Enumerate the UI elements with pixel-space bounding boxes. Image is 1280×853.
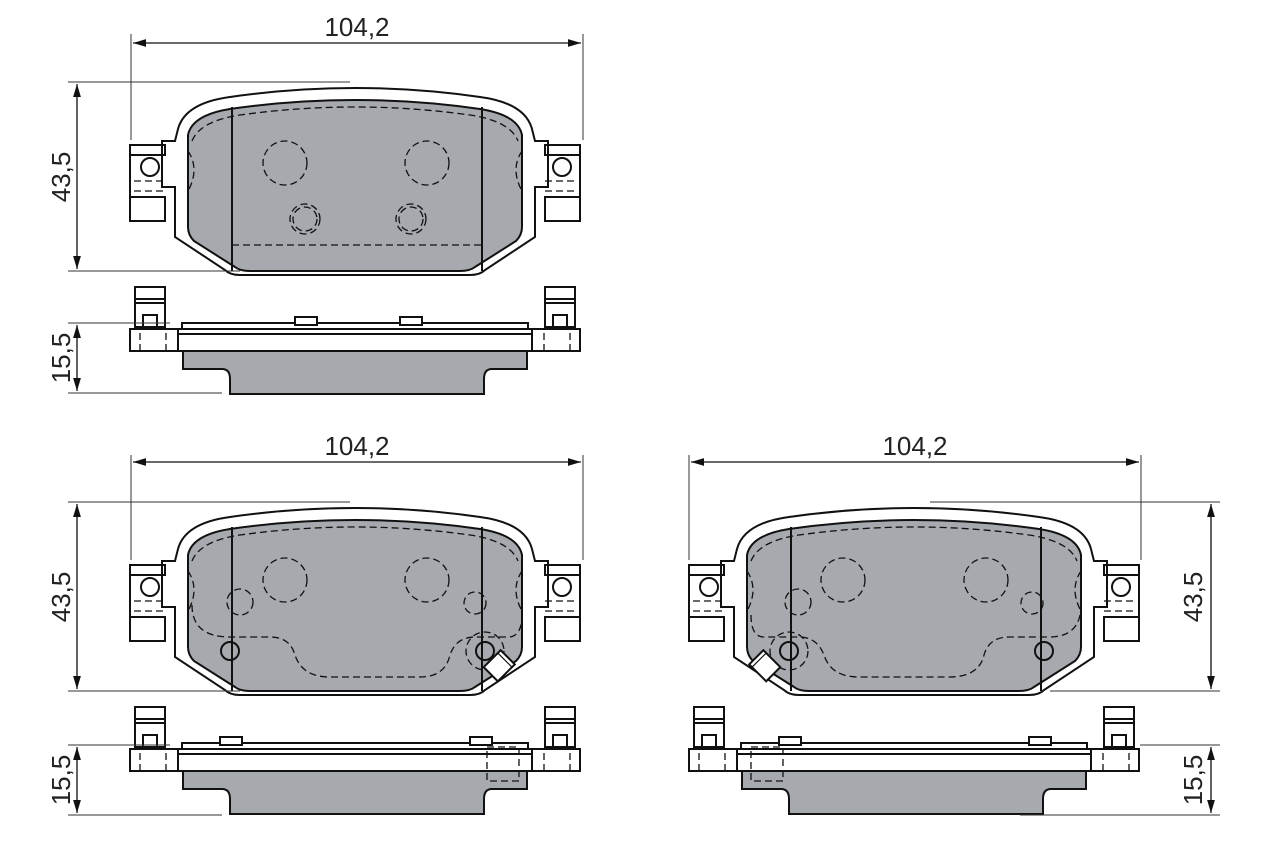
pad-3-front-view	[688, 507, 1140, 696]
pad-3-width-dimension: 104,2	[688, 431, 1142, 560]
pad-1-thickness-label: 15,5	[46, 333, 76, 384]
pad-3-height-label: 43,5	[1178, 572, 1208, 623]
pad-1-height-label: 43,5	[46, 152, 76, 203]
pad-1-width-label: 104,2	[324, 12, 389, 42]
pad-2-front-view	[129, 507, 581, 696]
pad-2-thickness-label: 15,5	[46, 755, 76, 806]
pad-2-height-label: 43,5	[46, 572, 76, 623]
pad-3-thickness-label: 15,5	[1178, 755, 1208, 806]
pad-3-height-dimension: 43,5	[930, 501, 1220, 692]
pad-1-height-dimension: 43,5	[46, 81, 350, 272]
pad-3-width-label: 104,2	[882, 431, 947, 461]
pad-2-height-dimension: 43,5	[46, 501, 350, 692]
pad-1-front-view	[129, 87, 581, 276]
pad-1-width-dimension: 104,2	[130, 12, 584, 140]
pad-2-width-label: 104,2	[324, 431, 389, 461]
wear-sensor-icon	[465, 631, 505, 671]
pad-3-thickness-dimension: 15,5	[1020, 744, 1220, 816]
pad-2-width-dimension: 104,2	[130, 431, 584, 560]
pad-2-thickness-dimension: 15,5	[46, 744, 222, 816]
wear-sensor-icon	[482, 648, 517, 683]
pad-3-side-view	[688, 706, 1140, 815]
wear-sensor-icon	[747, 648, 782, 683]
pad-1-side-view	[129, 286, 581, 395]
pad-1-thickness-dimension: 15,5	[46, 322, 222, 394]
pad-2-side-view	[129, 706, 581, 815]
